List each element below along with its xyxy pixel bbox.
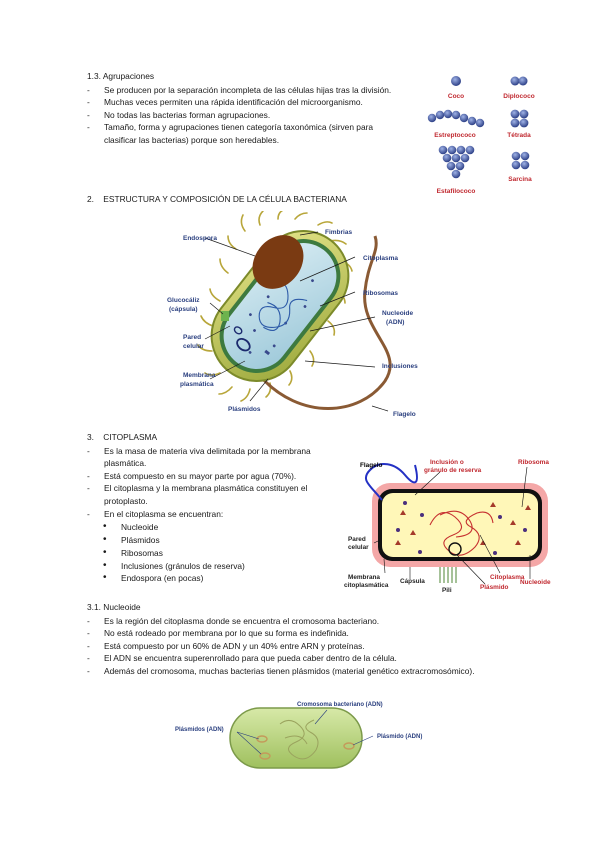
plasmidos-label: Plásmidos (ADN) — [175, 727, 224, 733]
endospora-label: Endospora — [183, 235, 217, 242]
cytoplasm-diagram: Flagelo Inclusión o gránulo de reserva R… — [344, 459, 551, 594]
inclusion-label: Inclusión o — [430, 459, 464, 466]
cromosoma-label: Cromosoma bacteriano (ADN) — [297, 702, 383, 708]
plasmido-label: Plásmido (ADN) — [377, 734, 422, 740]
list-item: El citoplasma y la membrana plasmática c… — [87, 482, 333, 507]
inclusion-shapes — [396, 501, 527, 555]
section-3-heading: 3. CITOPLASMA — [87, 432, 158, 442]
plasmidos-label: Plásmidos — [228, 406, 261, 413]
fimbrias-shape — [197, 211, 353, 402]
coco-shape — [451, 76, 461, 86]
glucocaliz-label-2: (cápsula) — [169, 306, 198, 313]
list-item: Muchas veces permiten una rápida identif… — [87, 96, 407, 109]
plasmido-label: Plásmido — [480, 584, 509, 591]
list-item: Ribosomas — [87, 547, 333, 560]
estreptococo-shape — [427, 109, 485, 128]
estreptococo-label: Estreptococo — [434, 132, 476, 139]
membrana-label: Membrana — [183, 372, 216, 379]
glucocaliz-shape — [221, 311, 229, 321]
flagelo-label: Flagelo — [393, 411, 416, 418]
list-item: Está compuesto en su mayor parte por agu… — [87, 470, 333, 483]
tetrada-label: Tétrada — [507, 132, 531, 139]
diplococo-shape — [510, 76, 528, 86]
section-3-items: Nucleoide Plásmidos Ribosomas Inclusione… — [87, 521, 333, 585]
pared-label: Pared — [183, 334, 201, 341]
pared-label: Pared — [348, 536, 366, 543]
list-item: Se producen por la separación incompleta… — [87, 84, 407, 97]
nucleoide-label: Nucleoide — [520, 579, 551, 586]
list-item: Endospora (en pocas) — [87, 572, 333, 585]
list-item: Además del cromosoma, muchas bacterias t… — [87, 665, 527, 678]
list-item: Inclusiones (gránulos de reserva) — [87, 560, 333, 573]
list-item: Es la masa de materia viva delimitada po… — [87, 445, 333, 470]
section-1-3-heading: 1.3. Agrupaciones — [87, 71, 155, 81]
section-3-1-heading: 3.1. Nucleoide — [87, 602, 141, 612]
list-item: Es la región del citoplasma donde se enc… — [87, 615, 527, 628]
nucleoid-figure: Plásmidos (ADN) Cromosoma bacteriano (AD… — [175, 702, 422, 769]
coco-label: Coco — [448, 93, 464, 100]
pared-label-2: celular — [348, 544, 369, 551]
groupings-figure: Coco Diplococo Estreptococo Tétrada Esta… — [427, 76, 535, 195]
citoplasma-shape — [382, 493, 538, 557]
diplococo-label: Diplococo — [503, 93, 534, 100]
pili-label: Pili — [442, 587, 452, 594]
list-item: Tamaño, forma y agrupaciones tienen cate… — [87, 121, 407, 146]
citoplasma-label: Citoplasma — [363, 255, 398, 262]
section-3-1-list: Es la región del citoplasma donde se enc… — [87, 615, 527, 678]
nucleoide-label-2: (ADN) — [386, 319, 404, 326]
list-item: Está compuesto por un 60% de ADN y un 40… — [87, 640, 527, 653]
section-3-list: Es la masa de materia viva delimitada po… — [87, 445, 333, 521]
sarcina-shape — [511, 151, 530, 170]
plasmido-shape — [448, 542, 462, 556]
list-item: No está rodeado por membrana por lo que … — [87, 627, 527, 640]
cromosoma-shape — [279, 719, 319, 760]
list-item: Nucleoide — [87, 521, 333, 534]
flagelo-shape — [364, 463, 418, 501]
cell-body — [229, 707, 363, 769]
pared-label-2: celular — [183, 343, 204, 350]
nucleoide-label: Nucleoide — [382, 310, 413, 317]
estafilococo-label: Estafilococo — [437, 188, 476, 195]
inclusion-label-2: gránulo de reserva — [424, 467, 482, 474]
ribosomas-label: Ribosomas — [363, 290, 398, 297]
section-2-heading: 2. ESTRUCTURA Y COMPOSICIÓN DE LA CÉLULA… — [87, 194, 347, 204]
cell-body — [210, 230, 350, 382]
nucleoide-shape — [429, 510, 494, 556]
tetrada-shape — [510, 109, 529, 128]
membrana-label-2: citoplasmática — [344, 582, 389, 589]
list-item: No todas las bacterias forman agrupacion… — [87, 109, 407, 122]
plasmidos-shapes — [256, 735, 355, 760]
list-item: En el citoplasma se encuentran: — [87, 508, 333, 521]
section-3-1: 3.1. Nucleoide Es la región del citoplas… — [87, 601, 527, 678]
sarcina-label: Sarcina — [508, 176, 532, 183]
ribosoma-label: Ribosoma — [518, 459, 549, 466]
flagelo-label: Flagelo — [360, 462, 382, 469]
bacterial-cell-figure: Endospora Fimbrias Citoplasma Ribosomas … — [167, 211, 418, 418]
membrana-label: Membrana — [348, 574, 380, 581]
glucocaliz-label: Glucocáliz — [167, 297, 200, 304]
fimbrias-label: Fimbrias — [325, 229, 352, 236]
capsula-label: Cápsula — [400, 578, 425, 585]
list-item: El ADN se encuentra superenrollado para … — [87, 652, 527, 665]
section-3: 3. CITOPLASMA Es la masa de materia viva… — [87, 431, 333, 585]
membrana-label-2: plasmática — [180, 381, 214, 388]
pili-shape — [439, 567, 457, 583]
estafilococo-shape — [438, 145, 475, 179]
inclusiones-label: Inclusiones — [382, 363, 418, 370]
flagelo-shape — [258, 235, 392, 410]
endospora-shape — [252, 235, 304, 289]
section-1-3: 1.3. Agrupaciones Se producen por la sep… — [87, 70, 407, 147]
list-item: Plásmidos — [87, 534, 333, 547]
citoplasma-label: Citoplasma — [490, 574, 525, 581]
section-1-3-list: Se producen por la separación incompleta… — [87, 84, 407, 147]
